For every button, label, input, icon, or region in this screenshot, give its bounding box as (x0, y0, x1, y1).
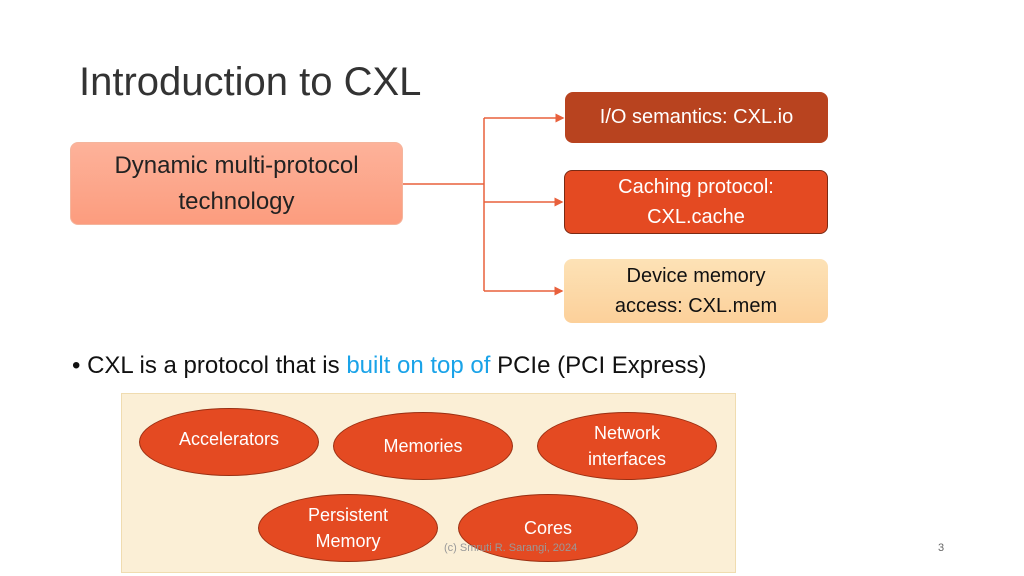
device-memories: Memories (333, 412, 513, 480)
footer-copyright: (c) Smruti R. Sarangi, 2024 (444, 542, 578, 554)
device-accelerators: Accelerators (139, 408, 319, 476)
bullet-point: • CXL is a protocol that is built on top… (72, 352, 707, 379)
device-cores: Cores (458, 494, 638, 562)
slide-title: Introduction to CXL (79, 60, 422, 104)
cxl-cache-box: Caching protocol:CXL.cache (564, 170, 828, 234)
page-number: 3 (938, 542, 945, 554)
cxl-io-box: I/O semantics: CXL.io (565, 92, 828, 143)
